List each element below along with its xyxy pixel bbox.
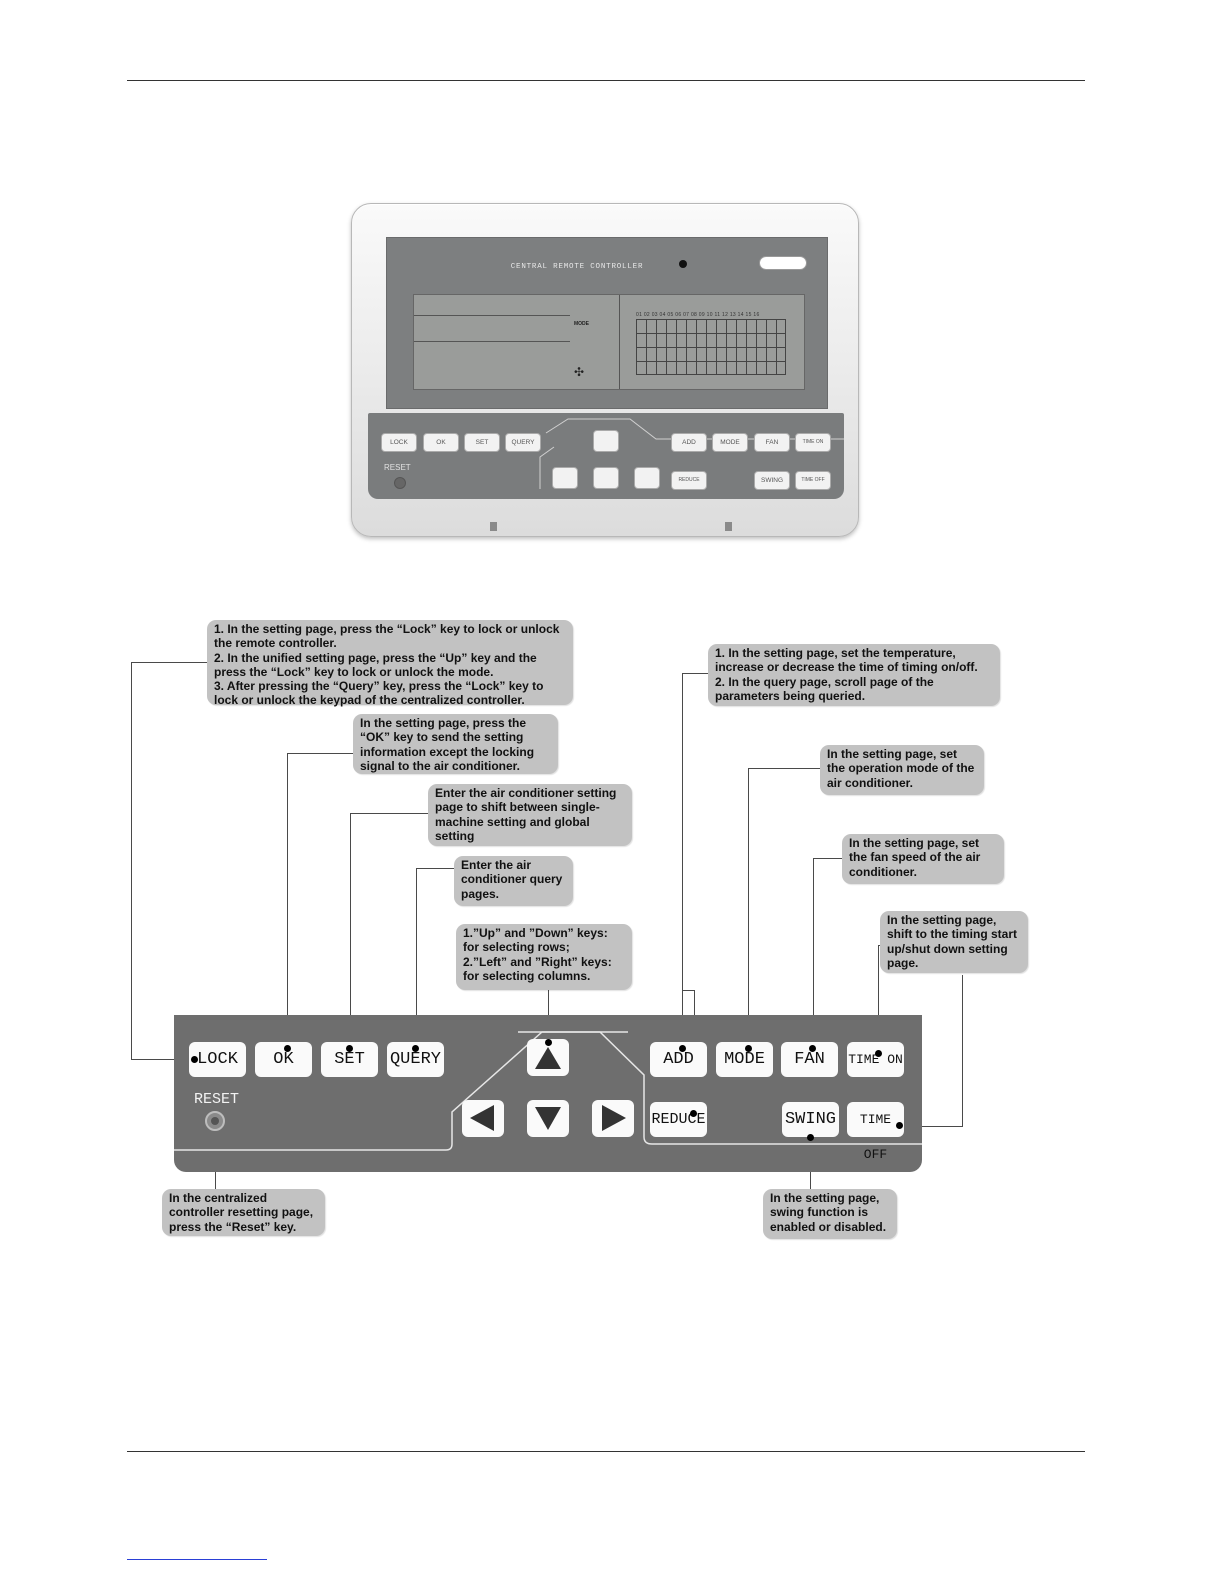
arrows-callout: 1.”Up” and ”Down” keys: for selecting ro… <box>456 924 632 990</box>
fan-callout: In the setting page, set the fan speed o… <box>842 834 1004 884</box>
lock-callout: 1. In the setting page, press the “Lock”… <box>207 620 573 708</box>
photo-latch-icon <box>725 522 732 531</box>
add-reduce-callout-text: 1. In the setting page, set the temperat… <box>715 646 978 703</box>
photo-right-arrow-icon <box>634 467 660 489</box>
lock-callout-text: 1. In the setting page, press the “Lock”… <box>214 622 560 708</box>
mode-key[interactable]: MODE <box>716 1042 773 1077</box>
status-led-icon <box>679 260 687 268</box>
photo-time-on-key: TIME ON <box>795 433 831 452</box>
time-on-key[interactable]: TIME ON <box>847 1042 904 1077</box>
photo-down-arrow-icon <box>593 467 619 489</box>
indicator-pill-icon <box>759 256 807 270</box>
up-arrow-key[interactable] <box>527 1039 569 1076</box>
footer-rule <box>127 1451 1085 1452</box>
photo-up-arrow-icon <box>593 430 619 452</box>
photo-mode-key: MODE <box>712 433 748 452</box>
time-callout: In the setting page, shift to the timing… <box>880 911 1028 973</box>
swing-callout: In the setting page, swing function is e… <box>763 1189 897 1239</box>
ok-callout-text: In the setting page, press the “OK” key … <box>360 716 535 773</box>
arrow-cluster-outline <box>174 1031 922 1151</box>
query-callout: Enter the air conditioner query pages. <box>454 856 573 906</box>
lcd-divider <box>414 341 570 342</box>
photo-ok-key: OK <box>423 433 459 452</box>
lcd-numbers: 01 02 03 04 05 06 07 08 09 10 11 12 13 1… <box>636 312 760 318</box>
photo-time-off-key: TIME OFF <box>795 471 831 490</box>
lcd-divider <box>414 315 570 316</box>
lcd-grid <box>636 319 786 375</box>
right-arrow-key[interactable] <box>592 1100 634 1137</box>
photo-lock-key: LOCK <box>381 433 417 452</box>
footer-link-underline <box>127 1559 267 1560</box>
arrows-callout-text: 1.”Up” and ”Down” keys: for selecting ro… <box>463 926 612 983</box>
time-off-key[interactable]: TIME OFF <box>847 1102 904 1162</box>
query-callout-text: Enter the air conditioner query pages. <box>461 858 563 901</box>
lcd-fan-icon: ✣ <box>574 365 585 379</box>
photo-add-key: ADD <box>671 433 707 452</box>
header-rule <box>127 80 1085 81</box>
swing-callout-text: In the setting page, swing function is e… <box>770 1191 887 1234</box>
photo-reset-hole-icon <box>394 477 406 489</box>
swing-key[interactable]: SWING <box>782 1102 839 1137</box>
reset-label: RESET <box>194 1091 240 1108</box>
photo-left-arrow-icon <box>552 467 578 489</box>
down-arrow-icon <box>535 1107 561 1130</box>
fan-callout-text: In the setting page, set the fan speed o… <box>849 836 981 879</box>
keypad-diagram: LOCK OK SET QUERY ADD MODE FAN TIME ON R… <box>174 1015 922 1172</box>
right-arrow-icon <box>602 1105 626 1131</box>
mode-callout-text: In the setting page, set the operation m… <box>827 747 975 790</box>
photo-keypad: LOCK OK SET QUERY ADD MODE FAN TIME ON R… <box>368 413 844 499</box>
controller-photo: CENTRAL REMOTE CONTROLLER MODE ✣ 01 02 0… <box>351 203 859 537</box>
photo-swing-key: SWING <box>754 471 790 490</box>
mode-callout: In the setting page, set the operation m… <box>820 745 984 795</box>
down-arrow-key[interactable] <box>527 1100 569 1137</box>
lcd-mode-label: MODE <box>574 321 589 327</box>
photo-fan-key: FAN <box>754 433 790 452</box>
up-arrow-icon <box>535 1047 561 1069</box>
set-key[interactable]: SET <box>321 1042 378 1077</box>
reset-button[interactable] <box>205 1111 225 1131</box>
lcd-divider <box>619 295 620 389</box>
photo-reset-label: RESET <box>384 463 411 472</box>
left-arrow-key[interactable] <box>462 1100 504 1137</box>
ok-key[interactable]: OK <box>255 1042 312 1077</box>
time-callout-text: In the setting page, shift to the timing… <box>887 913 1017 970</box>
photo-latch-icon <box>490 522 497 531</box>
screen-frame: CENTRAL REMOTE CONTROLLER MODE ✣ 01 02 0… <box>386 237 828 409</box>
reset-callout: In the centralized controller resetting … <box>162 1189 325 1236</box>
add-key[interactable]: ADD <box>650 1042 707 1077</box>
reset-callout-text: In the centralized controller resetting … <box>169 1191 314 1234</box>
photo-set-key: SET <box>464 433 500 452</box>
lock-key[interactable]: LOCK <box>189 1042 246 1077</box>
add-reduce-callout: 1. In the setting page, set the temperat… <box>708 644 1000 706</box>
set-callout: Enter the air conditioner setting page t… <box>428 784 632 846</box>
photo-query-key: QUERY <box>505 433 541 452</box>
set-callout-text: Enter the air conditioner setting page t… <box>435 786 617 843</box>
ok-callout: In the setting page, press the “OK” key … <box>353 714 558 774</box>
lcd-display: MODE ✣ 01 02 03 04 05 06 07 08 09 10 11 … <box>413 294 805 390</box>
reduce-key[interactable]: REDUCE <box>650 1102 707 1137</box>
screen-title: CENTRAL REMOTE CONTROLLER <box>510 263 644 271</box>
left-arrow-icon <box>470 1105 494 1131</box>
photo-reduce-key: REDUCE <box>671 471 707 490</box>
